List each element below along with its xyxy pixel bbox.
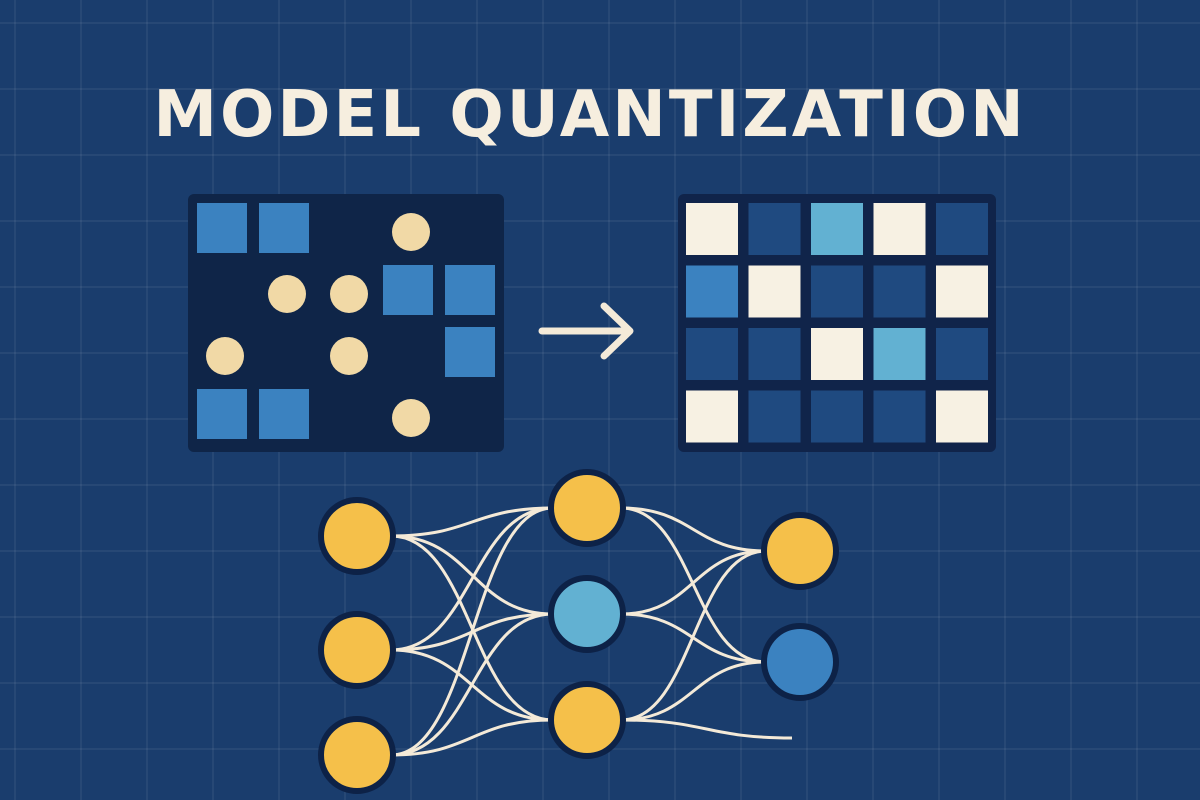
source-weight-dot — [206, 337, 244, 375]
network-edge — [620, 506, 767, 664]
quantized-weight-cell — [748, 390, 801, 443]
network-edge — [620, 549, 767, 722]
network-node — [548, 469, 626, 547]
quantized-matrix-panel — [678, 194, 996, 452]
quantized-weight-cell — [811, 203, 863, 255]
source-weight-cell — [383, 265, 433, 315]
source-weight-cell — [197, 389, 247, 439]
quantized-weight-cell — [936, 203, 988, 255]
source-weight-cell — [445, 327, 495, 377]
network-edge — [390, 612, 554, 757]
network-edge — [620, 549, 767, 616]
quantized-weight-cell — [936, 390, 988, 443]
network-edge — [620, 718, 793, 740]
source-weight-cell — [445, 265, 495, 315]
quantized-weight-cell — [748, 203, 801, 255]
quantized-weight-cell — [936, 265, 988, 318]
source-matrix-panel — [188, 194, 504, 452]
network-edge — [390, 506, 554, 538]
quantized-weight-cell — [686, 203, 738, 255]
quantized-weight-cell — [936, 328, 988, 380]
source-matrix — [188, 194, 504, 452]
quantized-matrix — [678, 194, 996, 452]
quantized-weight-cell — [748, 328, 801, 380]
network-node — [761, 512, 839, 590]
page-title: MODEL QUANTIZATION — [153, 78, 1027, 152]
network-edge — [620, 506, 767, 553]
network-node — [318, 611, 396, 689]
quantized-weight-cell — [873, 328, 926, 380]
network-node — [318, 497, 396, 575]
network-edge — [390, 718, 554, 757]
source-weight-cell — [259, 203, 309, 253]
source-weight-dot — [392, 213, 430, 251]
source-weight-cell — [197, 203, 247, 253]
source-weight-dot — [330, 275, 368, 313]
quantized-weight-cell — [686, 328, 738, 380]
quantized-weight-cell — [686, 265, 738, 318]
quantized-weight-cell — [811, 390, 863, 443]
network-edge — [390, 506, 554, 757]
network-edges — [390, 506, 793, 757]
quantized-weight-cell — [748, 265, 801, 318]
network-node — [548, 681, 626, 759]
quantized-weight-cell — [811, 328, 863, 380]
arrow-right-icon — [538, 302, 634, 360]
neural-network — [318, 469, 839, 794]
quantized-weight-cell — [873, 203, 926, 255]
quantized-weight-cell — [873, 265, 926, 318]
network-edge — [620, 660, 767, 722]
quantized-weight-cell — [811, 265, 863, 318]
source-weight-dot — [330, 337, 368, 375]
network-edge — [390, 506, 554, 652]
network-edge — [390, 534, 554, 616]
network-node — [761, 623, 839, 701]
quantized-weight-cell — [873, 390, 926, 443]
source-weight-dot — [268, 275, 306, 313]
network-node — [548, 575, 626, 653]
source-weight-cell — [259, 389, 309, 439]
source-weight-dot — [392, 399, 430, 437]
quantized-weight-cell — [686, 390, 738, 443]
network-node — [318, 716, 396, 794]
